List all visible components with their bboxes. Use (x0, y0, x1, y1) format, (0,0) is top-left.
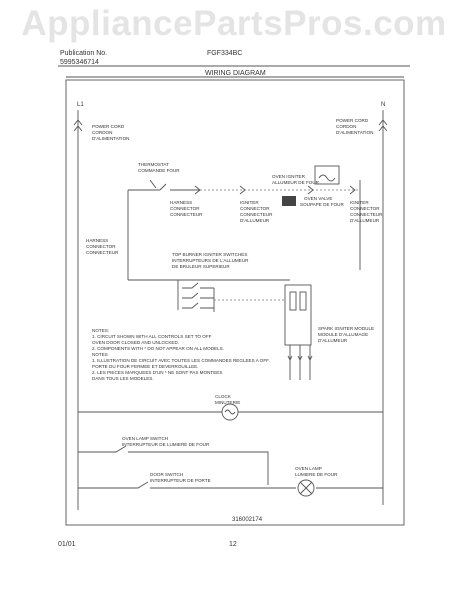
svg-text:CONNECTOR: CONNECTOR (170, 206, 200, 211)
spark-electrodes (287, 345, 313, 380)
svg-text:DOOR SWITCH: DOOR SWITCH (150, 472, 183, 477)
harness-connector-1-label: HARNESS CONNECTOR CONNECTEUR (170, 200, 203, 217)
oven-valve-label: OVEN VALVE SOUPAPE DE FOUR (300, 196, 344, 207)
svg-text:D'ALLUMEUR: D'ALLUMEUR (350, 218, 380, 223)
diagram-title: WIRING DIAGRAM (205, 70, 266, 77)
publication-number: 5995346714 (60, 59, 99, 66)
svg-text:INTERRUPTEURS DE L'ALLUMEUR: INTERRUPTEURS DE L'ALLUMEUR (172, 258, 249, 263)
spark-module-icon (284, 284, 312, 346)
notes-block: NOTES: 1. CIRCUIT SHOWN WITH ALL CONTROL… (92, 328, 270, 381)
svg-text:1. ILLUSTRATION DE CIRCUIT AVE: 1. ILLUSTRATION DE CIRCUIT AVEC TOUTES L… (92, 358, 270, 363)
svg-text:HARNESS: HARNESS (86, 238, 108, 243)
svg-text:MODULE D'ALLUMAGE: MODULE D'ALLUMAGE (318, 332, 368, 337)
oven-lamp-switch-label: OVEN LAMP SWITCH INTERRUPTEUR DE LUMIERE… (122, 436, 210, 447)
svg-text:D'ALIMENTATION: D'ALIMENTATION (92, 136, 129, 141)
watermark: AppliancePartsPros.com (21, 4, 447, 43)
publication-label: Publication No. (60, 50, 108, 57)
svg-text:TOP BURNER IGNITER SWITCHES: TOP BURNER IGNITER SWITCHES (172, 252, 247, 257)
svg-text:CLOCK: CLOCK (215, 394, 232, 399)
svg-text:CORDON: CORDON (92, 130, 112, 135)
svg-text:OVEN LAMP: OVEN LAMP (295, 466, 322, 471)
oven-lamp-icon (297, 479, 315, 497)
diagram-frame (65, 79, 405, 526)
oven-igniter-icon (282, 196, 296, 206)
svg-text:D'ALLUMEUR: D'ALLUMEUR (240, 218, 270, 223)
svg-text:NOTES:: NOTES: (92, 328, 109, 333)
n-bus (378, 110, 388, 505)
thermostat-label: THERMOSTAT COMMANDE FOUR (138, 162, 180, 173)
svg-text:SOUPAPE DE FOUR: SOUPAPE DE FOUR (300, 202, 344, 207)
svg-text:ALLUMEUR DE FOUR: ALLUMEUR DE FOUR (272, 180, 320, 185)
svg-text:DE BRULEUR SUPERIEUR: DE BRULEUR SUPERIEUR (172, 264, 230, 269)
l1-bus (73, 110, 83, 510)
svg-text:IGNITER: IGNITER (350, 200, 369, 205)
oven-lamp-switch-wire (78, 445, 269, 485)
svg-text:POWER CORD: POWER CORD (336, 118, 369, 123)
door-switch-wire (78, 481, 383, 489)
svg-text:THERMOSTAT: THERMOSTAT (138, 162, 169, 167)
svg-text:CONNECTEUR: CONNECTEUR (350, 212, 383, 217)
l1-label: L1 (77, 102, 84, 108)
svg-text:DANS TOUS LES MODELES.: DANS TOUS LES MODELES. (92, 376, 154, 381)
clock-label: CLOCK MINUTERIE (215, 394, 240, 405)
igniter-connector-label: IGNITER CONNECTOR CONNECTEUR D'ALLUMEUR (240, 200, 273, 223)
footer-date: 01/01 (58, 541, 76, 548)
svg-text:INTERRUPTEUR DE LUMIERE DE FOU: INTERRUPTEUR DE LUMIERE DE FOUR (122, 442, 210, 447)
oven-igniter-label: OVEN IGNITER ALLUMEUR DE FOUR (272, 174, 320, 185)
svg-text:CORDON: CORDON (336, 124, 356, 129)
connector-arrows (194, 185, 356, 195)
svg-text:CONNECTEUR: CONNECTEUR (240, 212, 273, 217)
power-cord-right-label: POWER CORD CORDON D'ALIMENTATION (336, 118, 373, 135)
svg-text:LUMIERE DE FOUR: LUMIERE DE FOUR (295, 472, 338, 477)
svg-text:MINUTERIE: MINUTERIE (215, 400, 240, 405)
svg-text:HARNESS: HARNESS (170, 200, 192, 205)
svg-text:2. LES PIECES MARQUEES D'UN *: 2. LES PIECES MARQUEES D'UN * NE SONT PA… (92, 370, 222, 375)
svg-text:NOTES: NOTES (92, 352, 108, 357)
svg-text:CONNECTOR: CONNECTOR (240, 206, 270, 211)
part-number: 316002174 (232, 517, 263, 523)
door-switch-label: DOOR SWITCH INTERRUPTEUR DE PORTE (150, 472, 211, 483)
svg-text:INTERRUPTEUR DE PORTE: INTERRUPTEUR DE PORTE (150, 478, 211, 483)
svg-text:D'ALLUMEUR: D'ALLUMEUR (318, 338, 348, 343)
top-burner-switches-icon (177, 280, 215, 312)
svg-text:PORTE DU FOUR FERMEE ET DEVERR: PORTE DU FOUR FERMEE ET DEVERROUILLEE. (92, 364, 199, 369)
svg-text:COMMANDE FOUR: COMMANDE FOUR (138, 168, 180, 173)
thermostat-wire (127, 183, 200, 280)
footer-page: 12 (229, 541, 237, 548)
svg-text:CONNECTEUR: CONNECTEUR (86, 250, 119, 255)
n-label: N (381, 102, 385, 108)
oven-lamp-label: OVEN LAMP LUMIERE DE FOUR (295, 466, 338, 477)
igniter-connector-2-label: IGNITER CONNECTOR CONNECTEUR D'ALLUMEUR (350, 200, 383, 223)
svg-text:OVEN IGNITER: OVEN IGNITER (272, 174, 306, 179)
oven-valve-icon (314, 165, 340, 185)
svg-text:CONNECTOR: CONNECTOR (350, 206, 380, 211)
model-number: FGF334BC (207, 50, 243, 57)
top-burner-switches-label: TOP BURNER IGNITER SWITCHES INTERRUPTEUR… (172, 252, 249, 269)
svg-text:OVEN DOOR CLOSED AND UNLOCKED.: OVEN DOOR CLOSED AND UNLOCKED. (92, 340, 179, 345)
svg-text:D'ALIMENTATION: D'ALIMENTATION (336, 130, 373, 135)
svg-text:CONNECTOR: CONNECTOR (86, 244, 116, 249)
svg-text:OVEN LAMP SWITCH: OVEN LAMP SWITCH (122, 436, 168, 441)
clock-motor-icon (221, 403, 239, 421)
svg-text:IGNITER: IGNITER (240, 200, 259, 205)
svg-text:1. CIRCUIT SHOWN WITH ALL CONT: 1. CIRCUIT SHOWN WITH ALL CONTROLS SET T… (92, 334, 212, 339)
svg-text:2. COMPONENTS WITH * DO NOT AP: 2. COMPONENTS WITH * DO NOT APPEAR ON AL… (92, 346, 224, 351)
power-cord-left-label: POWER CORD CORDON D'ALIMENTATION (92, 124, 129, 141)
thermostat-switch-icon (149, 179, 157, 189)
svg-text:SPARK IGNITER MODULE: SPARK IGNITER MODULE (318, 326, 374, 331)
harness-connector-2-label: HARNESS CONNECTOR CONNECTEUR (86, 238, 119, 255)
svg-text:POWER CORD: POWER CORD (92, 124, 125, 129)
spark-module-label: SPARK IGNITER MODULE MODULE D'ALLUMAGE D… (318, 326, 374, 343)
svg-text:OVEN VALVE: OVEN VALVE (304, 196, 332, 201)
svg-text:CONNECTEUR: CONNECTEUR (170, 212, 203, 217)
